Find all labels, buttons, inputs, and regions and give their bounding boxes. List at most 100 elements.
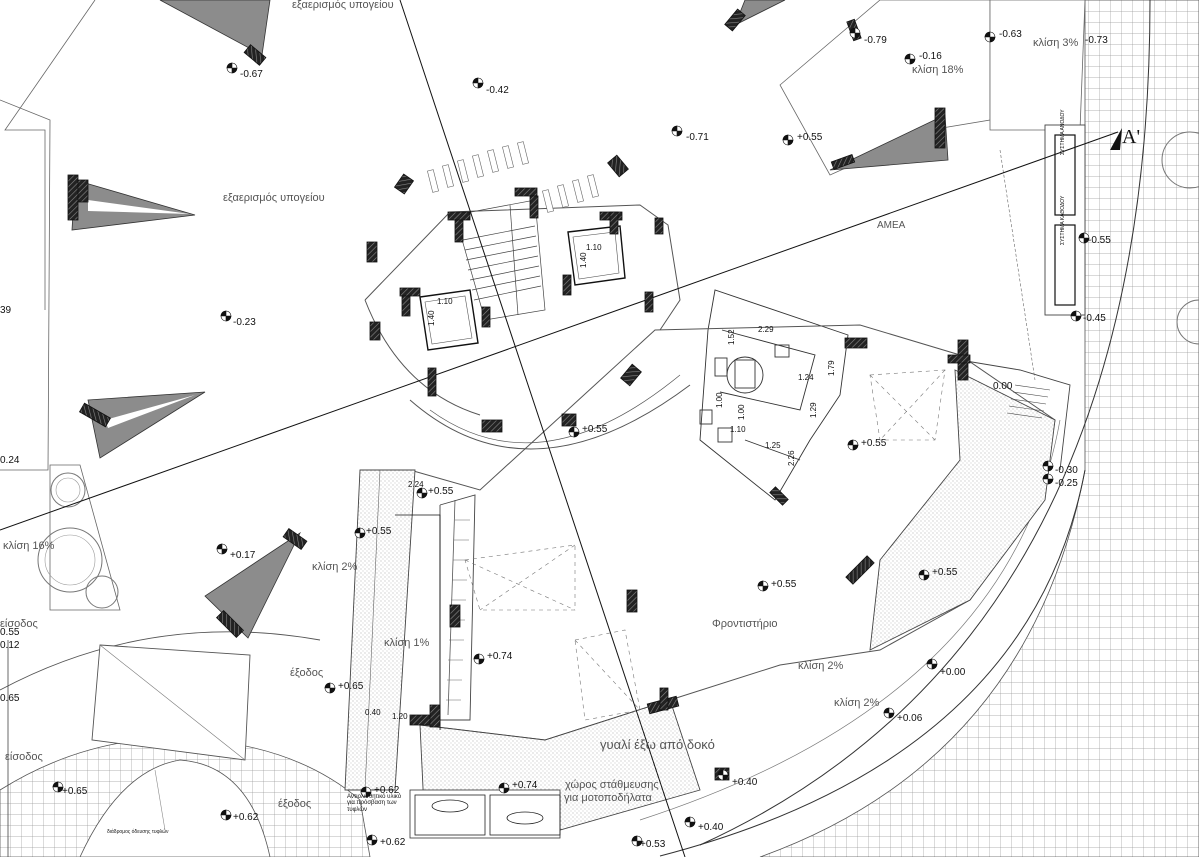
- tree-2: [37, 527, 103, 593]
- dim-1-25: 1.25: [765, 441, 781, 450]
- section-mark-a: A': [1122, 126, 1141, 148]
- elevator-left-width: 1.10: [437, 297, 453, 306]
- accessible-wc: [699, 289, 849, 501]
- level-value: +0.40: [732, 777, 758, 788]
- mid-walkway-arc: [659, 469, 1086, 857]
- label-panel-2: ΣΥΣΤΗΜΑ ΚΑΘΟΔΟΥ: [1060, 195, 1066, 245]
- elevator-left-depth: 1.40: [427, 310, 436, 326]
- level-value: +0.17: [230, 550, 256, 561]
- level-value: -0.79: [864, 35, 887, 46]
- level-value: +0.55: [861, 438, 887, 449]
- level-value: 39: [0, 305, 12, 316]
- skylight-outlines: [464, 369, 946, 721]
- level-value: 0.00: [993, 381, 1013, 392]
- label-path-note: διάδρομος όδευσης τυφλών: [107, 829, 169, 835]
- elevator-right: [567, 225, 626, 286]
- label-slope-16: κλίση 16%: [3, 540, 55, 552]
- tile-paving-left-entry: [79, 759, 271, 857]
- level-value: +0.55: [428, 486, 454, 497]
- dim-2-29: 2.29: [758, 325, 774, 334]
- level-value: +0.06: [897, 713, 923, 724]
- dim-1-00-a: 1.00: [715, 392, 724, 408]
- staircase: [454, 199, 546, 321]
- level-value: -0.63: [999, 29, 1022, 40]
- label-reception: Φροντιστήριο: [712, 618, 778, 630]
- level-value: +0.00: [940, 667, 966, 678]
- level-value: -0.42: [486, 85, 509, 96]
- ramp-top-far-right: [989, 0, 1086, 131]
- lower-left-boundary-arc: [0, 631, 321, 691]
- dim-0-40: 0.40: [365, 708, 381, 717]
- label-exit-2: έξοδος: [278, 798, 312, 810]
- level-value: 0.55: [0, 627, 20, 638]
- level-value: -0.67: [240, 69, 263, 80]
- section-line-a: [0, 131, 1119, 531]
- tree-3: [85, 575, 119, 609]
- level-value: -0.25: [1055, 478, 1078, 489]
- level-value: -0.16: [919, 51, 942, 62]
- vent-shapes: [71, 0, 949, 639]
- section-arrow: [1110, 128, 1122, 150]
- level-value: +0.55: [582, 424, 608, 435]
- central-building-curve: [364, 299, 481, 416]
- label-entrance-2: είσοδος: [5, 751, 43, 763]
- stair-amea: [1006, 384, 1051, 419]
- structural-columns: [67, 8, 971, 781]
- label-basement-equipment-left: εξαερισμός υπογείου: [223, 192, 325, 204]
- level-value: +0.74: [487, 651, 513, 662]
- level-value: +0.55: [932, 567, 958, 578]
- label-slope-2b: κλίση 2%: [798, 660, 844, 672]
- dim-1-00-b: 1.00: [737, 404, 746, 420]
- level-value: -0.55: [1088, 235, 1111, 246]
- level-value: +0.65: [62, 786, 88, 797]
- label-basement-equipment-top: εξαερισμός υπογείου: [292, 0, 394, 11]
- level-value: -0.45: [1083, 313, 1106, 324]
- dim-1-52: 1.52: [727, 329, 736, 345]
- dim-1-20: 1.20: [392, 712, 408, 721]
- label-amea: ΑΜΕΑ: [877, 220, 906, 231]
- canopy-left: [91, 644, 251, 761]
- label-moto-parking-2: για μοτοποδήλατα: [564, 792, 652, 804]
- level-value: +0.55: [797, 132, 823, 143]
- label-slope-2a: κλίση 2%: [312, 561, 358, 573]
- level-value: -0.30: [1055, 465, 1078, 476]
- dim-1-79: 1.79: [827, 360, 836, 376]
- entry-ramp-strip: [344, 469, 416, 791]
- crosswalk-stripes: [427, 141, 599, 213]
- outer-walkway-arc: [699, 0, 1151, 846]
- level-value: +0.65: [338, 681, 364, 692]
- motorcycle-icons: [414, 794, 561, 836]
- label-entrance-1: είσοδος: [0, 618, 38, 630]
- tree-5: [1176, 299, 1199, 345]
- tree-1: [50, 472, 86, 508]
- level-value: -0.71: [686, 132, 709, 143]
- label-panel-1: ΣΥΣΤΗΜΑ ΑΝΟΔΟΥ: [1060, 109, 1066, 155]
- level-value: 0.24: [0, 455, 20, 466]
- label-antiskid-note: Αντιολισθητικό υλικό για πρόσβαση των τυ…: [347, 794, 402, 813]
- label-glass-roof: γυαλί έξω από δοκό: [600, 737, 715, 752]
- level-value: +0.40: [698, 822, 724, 833]
- elevator-right-width: 1.10: [586, 243, 602, 252]
- level-value: +0.53: [640, 839, 666, 850]
- label-slope-3: κλίση 3%: [1033, 37, 1079, 49]
- dim-2-24: 2.24: [408, 480, 424, 489]
- label-exit-1: έξοδος: [290, 667, 324, 679]
- level-value: +0.74: [512, 780, 538, 791]
- glass-floor-right: [869, 369, 1056, 651]
- level-value: 0.12: [0, 640, 20, 651]
- dim-1-24: 1.24: [798, 373, 814, 382]
- elevator-right-depth: 1.40: [579, 252, 588, 268]
- left-planter: [49, 464, 121, 611]
- dim-1-10: 1.10: [730, 425, 746, 434]
- label-slope-1: κλίση 1%: [384, 637, 430, 649]
- left-side-ramp: [0, 99, 51, 471]
- elevator-left: [419, 289, 479, 351]
- level-value: 0.65: [0, 693, 20, 704]
- dim-1-29: 1.29: [809, 402, 818, 418]
- level-value: +0.62: [233, 812, 259, 823]
- level-markers: [52, 27, 1090, 847]
- label-slope-18: κλίση 18%: [912, 64, 964, 76]
- tree-4: [1161, 131, 1199, 189]
